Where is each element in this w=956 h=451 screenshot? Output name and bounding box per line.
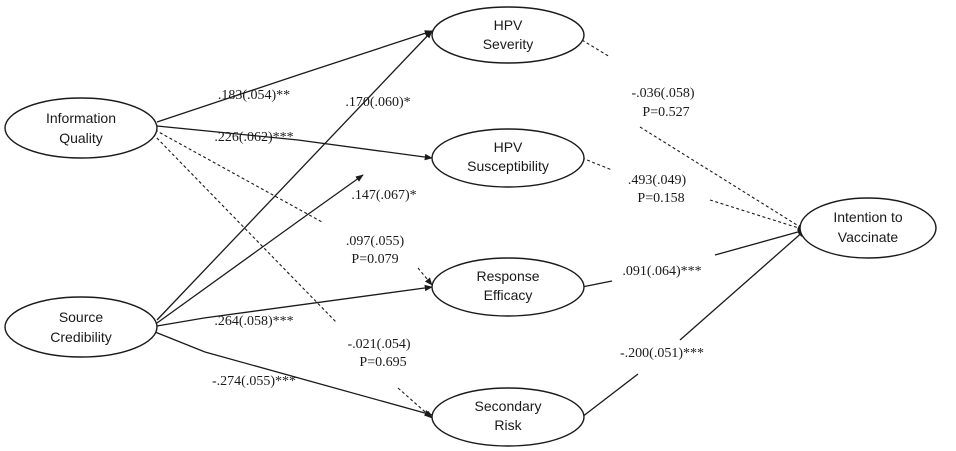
path-susceptibility-to-intention-end xyxy=(709,199,806,231)
node-shape xyxy=(431,128,585,188)
path-risk-to-intention-end xyxy=(679,229,806,341)
label-iq-risk-line-1: -.021(.054) xyxy=(348,337,411,352)
node-label-line-1: Secondary xyxy=(475,398,542,414)
label-iq-severity: .183(.054)** xyxy=(218,88,290,103)
path-sc-to-efficacy xyxy=(156,284,433,327)
label-risk-intention: -.200(.051)*** xyxy=(620,346,704,361)
path-iq-to-efficacy-end xyxy=(417,267,433,286)
path-sc-to-severity xyxy=(156,30,433,321)
node-shape xyxy=(4,296,158,358)
node-label-line-2: Vaccinate xyxy=(838,229,899,245)
node-label-line-1: Intention to xyxy=(833,209,902,225)
label-sc-severity: .170(.060)* xyxy=(345,95,410,110)
node-label-line-1: Information xyxy=(46,110,116,126)
label-iq-efficacy-line-2: P=0.079 xyxy=(351,252,398,267)
path-efficacy-to-intention xyxy=(581,280,613,288)
node-label-line-2: Risk xyxy=(494,417,522,433)
label-efficacy-intention: .091(.064)*** xyxy=(622,264,701,279)
node-hpv-susceptibility: HPV Susceptibility xyxy=(431,128,585,188)
label-iq-risk-line-2: P=0.695 xyxy=(359,355,406,370)
node-label-line-1: HPV xyxy=(494,139,523,155)
path-iq-to-severity xyxy=(156,30,433,123)
node-label-line-1: HPV xyxy=(494,17,523,33)
node-shape xyxy=(799,197,937,259)
paths-layer xyxy=(152,30,806,419)
label-severity-intention-line-2: P=0.527 xyxy=(642,105,689,120)
label-susceptibility-intention-line-2: P=0.158 xyxy=(637,191,684,206)
node-shape xyxy=(431,6,585,64)
path-iq-to-susceptibility xyxy=(156,125,433,161)
node-response-efficacy: Response Efficacy xyxy=(431,257,585,317)
node-shape xyxy=(431,257,585,317)
label-susceptibility-intention-line-1: .493(.049) xyxy=(628,173,687,188)
label-iq-efficacy-line-1: .097(.055) xyxy=(346,234,405,249)
node-shape xyxy=(4,97,158,159)
path-susceptibility-to-intention xyxy=(581,157,613,171)
node-secondary-risk: Secondary Risk xyxy=(431,387,585,447)
path-severity-to-intention-end xyxy=(639,126,806,231)
path-iq-to-risk-end xyxy=(397,387,433,419)
node-label-line-2: Efficacy xyxy=(484,287,533,303)
label-iq-susceptibility: .226(.062)*** xyxy=(214,130,293,145)
node-label-line-1: Source xyxy=(59,309,104,325)
node-shape xyxy=(431,387,585,447)
node-information-quality: Information Quality xyxy=(4,97,158,159)
node-label-line-2: Quality xyxy=(59,130,103,146)
edge-labels-layer: .183(.054)** .226(.062)*** .097(.055) P=… xyxy=(212,86,704,389)
path-risk-to-intention xyxy=(581,373,639,418)
path-sc-to-risk xyxy=(154,331,433,417)
path-sc-to-susceptibility xyxy=(156,174,364,324)
node-label-line-2: Susceptibility xyxy=(467,158,549,174)
node-label-line-2: Credibility xyxy=(50,329,111,345)
label-sc-susceptibility: .147(.067)* xyxy=(351,188,416,203)
label-severity-intention-line-1: -.036(.058) xyxy=(632,86,695,101)
node-source-credibility: Source Credibility xyxy=(4,296,158,358)
label-sc-efficacy: .264(.058)*** xyxy=(214,314,293,329)
path-efficacy-to-intention-end xyxy=(714,228,806,256)
path-iq-to-efficacy xyxy=(154,129,323,223)
node-label-line-2: Severity xyxy=(483,36,534,52)
path-severity-to-intention xyxy=(581,39,611,58)
node-intention-to-vaccinate: Intention to Vaccinate xyxy=(799,197,937,259)
node-label-line-1: Response xyxy=(476,268,539,284)
label-sc-risk: -.274(.055)*** xyxy=(212,374,296,389)
node-hpv-severity: HPV Severity xyxy=(431,6,585,64)
